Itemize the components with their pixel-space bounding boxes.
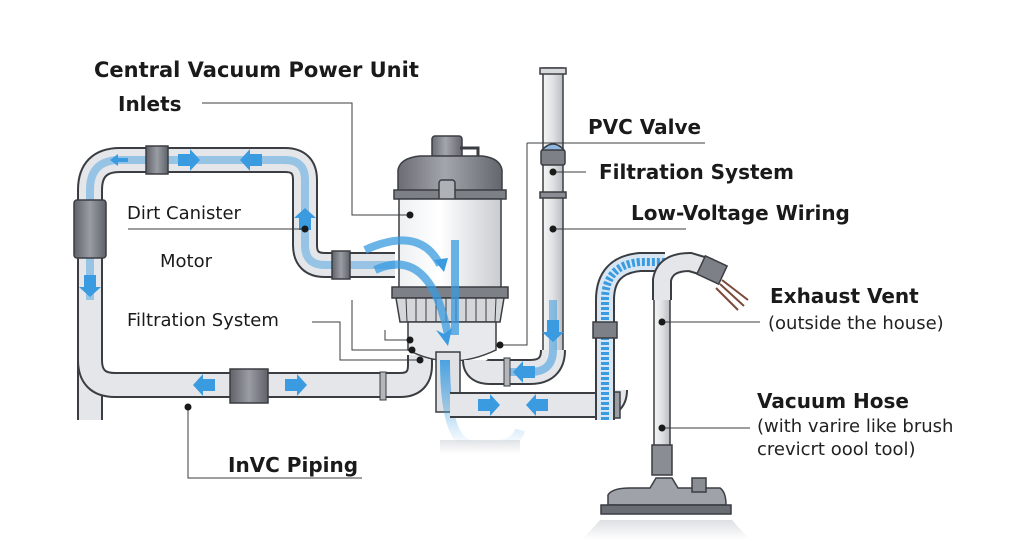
- leader-dots: [184, 168, 666, 432]
- label-motor: Motor: [160, 251, 213, 272]
- flow-arrow: [240, 149, 262, 171]
- vacuum-hose: [582, 251, 750, 540]
- unit-top-cap: [431, 135, 463, 159]
- label-vacuum-hose: Vacuum Hose: [757, 389, 909, 413]
- filtration-ribs: [395, 297, 505, 323]
- label-filtration-system-left: Filtration System: [127, 310, 279, 331]
- pipe-coupling-top: [145, 145, 169, 175]
- label-piping: InVC Piping: [228, 453, 359, 477]
- flow-arrow: [178, 149, 200, 171]
- flow-arrow: [526, 394, 548, 416]
- label-low-voltage-wiring: Low-Voltage Wiring: [631, 201, 850, 225]
- diagram-title: Central Vacuum Power Unit: [94, 58, 419, 82]
- flow-arrow: [478, 394, 500, 416]
- flow-arrow: [434, 258, 448, 272]
- label-vacuum-hose-note-2: crevicrt oool tool): [757, 439, 916, 460]
- flow-arrow: [294, 208, 316, 230]
- inlet-coupling: [331, 250, 351, 280]
- label-exhaust-vent-note: (outside the house): [768, 313, 944, 334]
- flow-arrow: [79, 275, 101, 297]
- label-exhaust-vent: Exhaust Vent: [770, 284, 919, 308]
- leader-lines: [128, 102, 760, 479]
- floor-brush-tool: [607, 477, 727, 506]
- pipe-collar-bottom-right: [379, 371, 387, 401]
- flow-arrow: [285, 374, 307, 396]
- flow-arrow: [513, 361, 535, 383]
- internal-airflow: [363, 236, 459, 336]
- floor-shadow: [440, 440, 520, 454]
- label-pvc-valve: PVC Valve: [588, 115, 702, 139]
- pipe-coupling-bottom: [229, 368, 269, 404]
- unit-lid: [397, 155, 503, 196]
- pipe-coupling-left: [73, 199, 107, 259]
- label-filtration-system-right: Filtration System: [599, 160, 794, 184]
- flow-arrow: [436, 328, 452, 346]
- label-dirt-canister: Dirt Canister: [127, 203, 241, 224]
- flow-arrow: [542, 320, 564, 342]
- label-inlets: Inlets: [118, 92, 182, 116]
- flow-arrow: [193, 374, 215, 396]
- label-vacuum-hose-note-1: (with varire like brush: [757, 416, 954, 437]
- flow-arrows-left: [79, 149, 316, 396]
- flow-arrow: [110, 154, 128, 166]
